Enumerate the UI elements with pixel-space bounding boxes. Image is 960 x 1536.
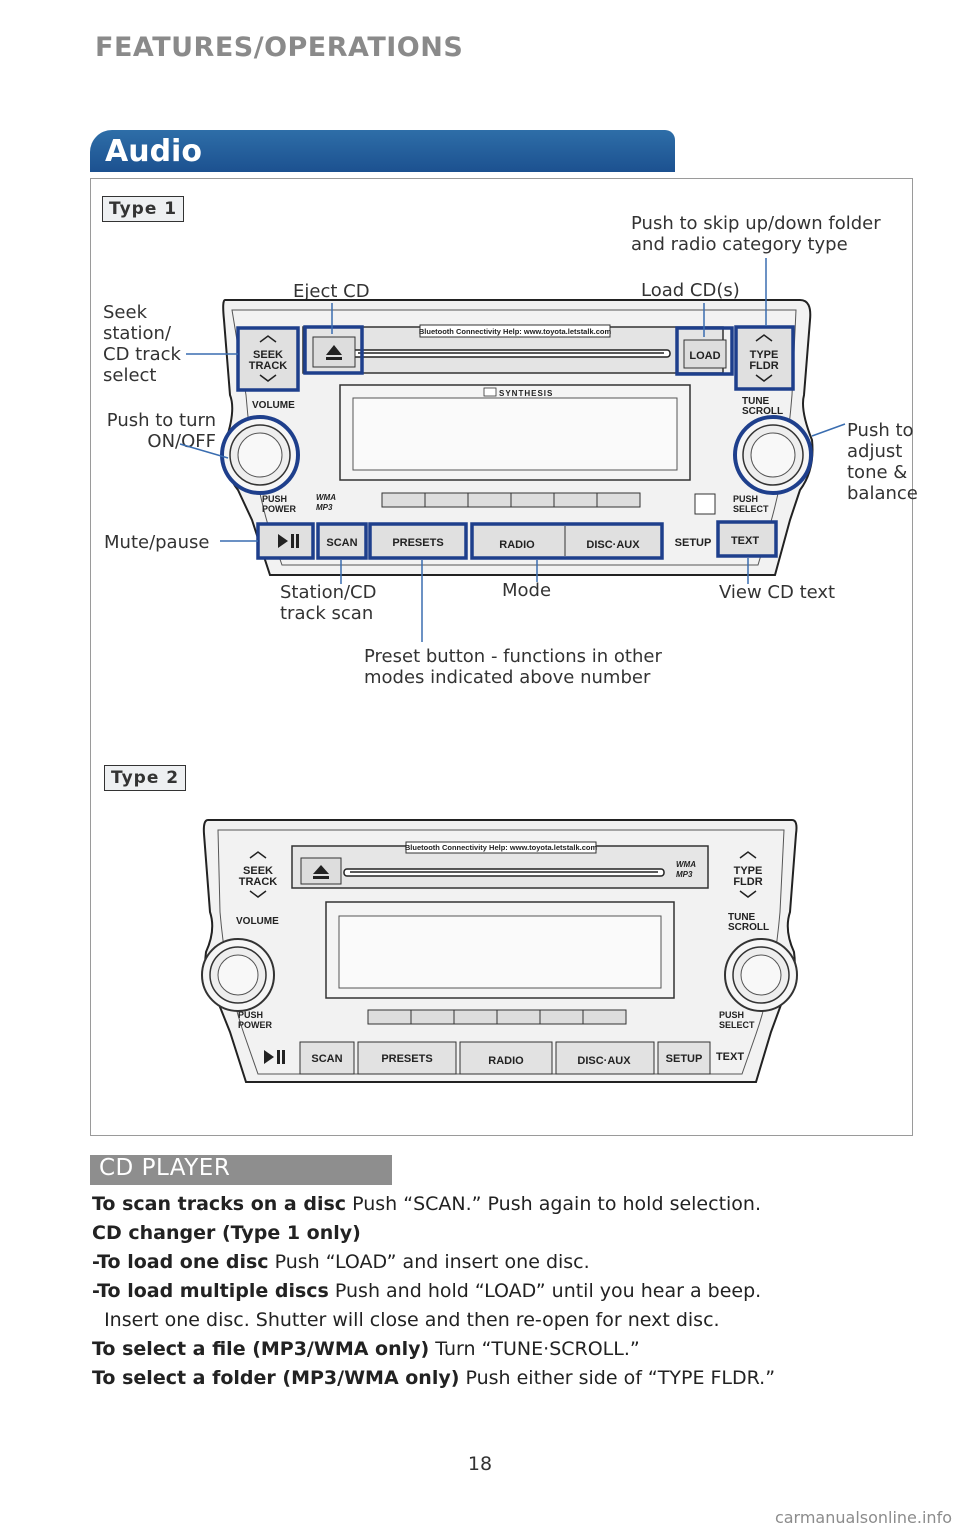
presets-label: PRESETS bbox=[392, 537, 443, 549]
t2-tune-label-2: SCROLL bbox=[728, 922, 769, 933]
t2-type-label-1: TYPE bbox=[734, 865, 763, 877]
type1-stereo-diagram: Bluetooth Connectivity Help: www.toyota.… bbox=[179, 258, 846, 642]
callout-scan: Station/CD track scan bbox=[280, 582, 377, 624]
type1-tag: Type 1 bbox=[102, 196, 185, 222]
callout-skip-folder: Push to skip up/down folder and radio ca… bbox=[631, 213, 881, 255]
wma-label: WMA bbox=[316, 493, 336, 502]
t2-select-label: SELECT bbox=[719, 1020, 755, 1030]
cd-line-2: CD changer (Type 1 only) bbox=[92, 1222, 361, 1244]
section-title: Audio bbox=[105, 134, 202, 169]
setup-label: SETUP bbox=[675, 537, 712, 549]
callout-tone: Push to adjust tone & balance bbox=[847, 420, 918, 504]
power-label: POWER bbox=[262, 504, 297, 514]
callout-text: View CD text bbox=[719, 582, 836, 603]
seek-label-1: SEEK bbox=[253, 349, 283, 361]
scan-label: SCAN bbox=[326, 537, 357, 549]
callout-eject: Eject CD bbox=[293, 281, 370, 302]
t2-disc-aux-label: DISC·AUX bbox=[577, 1055, 631, 1067]
mp3-label: MP3 bbox=[316, 503, 333, 512]
cd-line-3: -To load one disc Push “LOAD” and insert… bbox=[92, 1251, 590, 1273]
push-label-right: PUSH bbox=[733, 494, 758, 504]
cd-line-4: -To load multiple discs Push and hold “L… bbox=[92, 1280, 762, 1302]
watermark: carmanualsonline.info bbox=[774, 1508, 952, 1527]
tune-label-1: TUNE bbox=[742, 396, 770, 407]
t2-push-label-left: PUSH bbox=[238, 1010, 263, 1020]
type2-stereo-diagram: Bluetooth Connectivity Help: www.toyota.… bbox=[201, 819, 798, 1083]
volume-label: VOLUME bbox=[252, 400, 295, 411]
t2-tune-label-1: TUNE bbox=[728, 912, 756, 923]
t2-volume-label: VOLUME bbox=[236, 916, 279, 927]
t2-push-label-right: PUSH bbox=[719, 1010, 744, 1020]
type-label-1: TYPE bbox=[750, 349, 779, 361]
t2-wma-label: WMA bbox=[676, 860, 696, 869]
t2-mp3-label: MP3 bbox=[676, 870, 693, 879]
diagram-panel bbox=[90, 178, 913, 1136]
t2-text-label: TEXT bbox=[716, 1051, 744, 1063]
disc-aux-label: DISC·AUX bbox=[586, 539, 640, 551]
cd-player-title: CD PLAYER bbox=[99, 1155, 231, 1181]
load-label: LOAD bbox=[689, 350, 720, 362]
cd-line-6: To select a file (MP3/WMA only) Turn “TU… bbox=[92, 1338, 640, 1360]
t2-presets-label: PRESETS bbox=[381, 1053, 432, 1065]
callout-preset: Preset button - functions in other modes… bbox=[364, 646, 662, 688]
cd-line-1: To scan tracks on a disc Push “SCAN.” Pu… bbox=[92, 1193, 762, 1215]
t2-bluetooth-label: Bluetooth Connectivity Help: www.toyota.… bbox=[405, 843, 598, 852]
t2-setup-label: SETUP bbox=[666, 1053, 703, 1065]
synthesis-label: SYNTHESIS bbox=[499, 389, 553, 398]
t2-radio-label: RADIO bbox=[488, 1055, 524, 1067]
select-label: SELECT bbox=[733, 504, 769, 514]
section-bar bbox=[90, 130, 675, 172]
t2-power-label: POWER bbox=[238, 1020, 273, 1030]
cd-player-bar bbox=[90, 1155, 392, 1185]
t2-seek-label-1: SEEK bbox=[243, 865, 273, 877]
type2-tag: Type 2 bbox=[104, 765, 187, 791]
callout-power: Push to turn ON/OFF bbox=[106, 410, 216, 452]
callout-mode: Mode bbox=[502, 580, 552, 601]
callout-load: Load CD(s) bbox=[641, 280, 740, 301]
text-label: TEXT bbox=[731, 535, 759, 547]
page-header: FEATURES/OPERATIONS bbox=[95, 32, 464, 63]
t2-type-label-2: FLDR bbox=[733, 876, 762, 888]
cd-line-5: Insert one disc. Shutter will close and … bbox=[92, 1309, 720, 1331]
t2-seek-label-2: TRACK bbox=[239, 876, 278, 888]
type-label-2: FLDR bbox=[749, 360, 778, 372]
bluetooth-label: Bluetooth Connectivity Help: www.toyota.… bbox=[419, 327, 612, 336]
page-number: 18 bbox=[467, 1453, 493, 1475]
tune-label-2: SCROLL bbox=[742, 406, 783, 417]
seek-label-2: TRACK bbox=[249, 360, 288, 372]
cd-line-7: To select a folder (MP3/WMA only) Push e… bbox=[92, 1367, 776, 1389]
push-label-left: PUSH bbox=[262, 494, 287, 504]
callout-mute: Mute/pause bbox=[104, 532, 210, 553]
callout-seek: Seek station/ CD track select bbox=[103, 302, 181, 386]
radio-label: RADIO bbox=[499, 539, 535, 551]
t2-scan-label: SCAN bbox=[311, 1053, 342, 1065]
